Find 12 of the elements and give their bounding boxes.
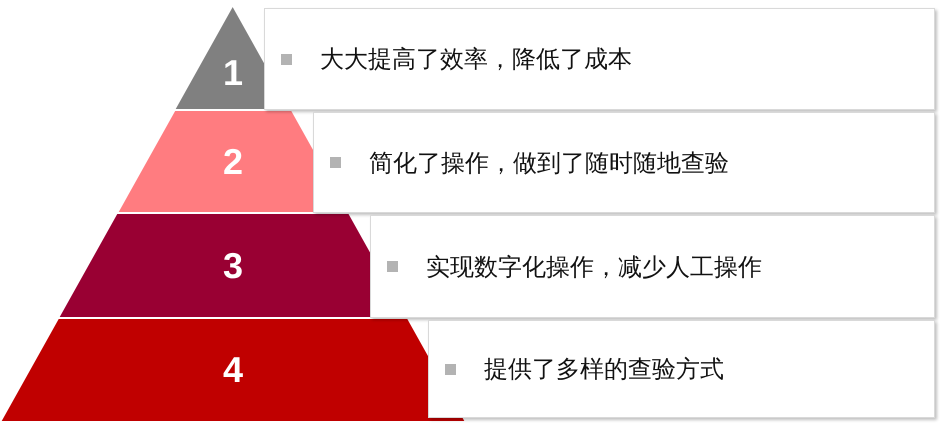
- text-card: [370, 215, 935, 318]
- text-card: [428, 320, 935, 418]
- text-card: [313, 112, 935, 213]
- description-text: 实现数字化操作，减少人工操作: [426, 252, 762, 282]
- description-text: 大大提高了效率，降低了成本: [320, 45, 632, 75]
- level-number: 3: [222, 244, 243, 286]
- description-text: 提供了多样的查验方式: [484, 355, 724, 385]
- level-number: 1: [222, 52, 243, 94]
- level-number: 2: [222, 140, 243, 182]
- description-text: 简化了操作，做到了随时随地查验: [369, 148, 729, 178]
- level-number: 4: [222, 349, 244, 391]
- text-card: [264, 8, 935, 110]
